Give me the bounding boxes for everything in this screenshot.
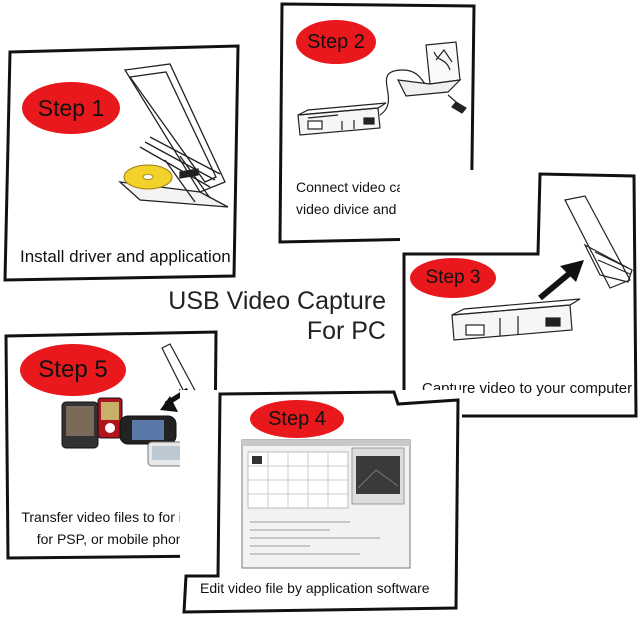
step-3-caption: Capture video to your computer	[422, 380, 633, 397]
step-1-card: Step 1 Install driver and application	[0, 42, 240, 282]
step-5-card: Step 5 Transfer video files to for iPod,…	[2, 330, 220, 560]
step-4-badge: Step 4	[250, 400, 344, 438]
title-line-2: For PC	[306, 317, 386, 345]
step-3-card: Step 3 Capture video to your computer	[400, 170, 638, 420]
step-1-caption: Install driver and application	[20, 247, 231, 266]
editing-software-screenshot	[241, 439, 411, 569]
capture-device-connected-to-laptop-illustration	[297, 41, 467, 136]
step-2-badge: Step 2	[296, 20, 376, 64]
portable-devices-illustration	[61, 343, 215, 467]
step-4-label: Step 4	[268, 407, 326, 430]
step-1-badge: Step 1	[22, 82, 120, 134]
step-3-label: Step 3	[425, 267, 481, 288]
step-4-card: Step 4 Edit video file by application so…	[180, 390, 462, 615]
step-2-label: Step 2	[307, 30, 365, 53]
laptop-with-disc-illustration	[118, 63, 229, 208]
step-1-label: Step 1	[37, 94, 105, 121]
capture-device-to-laptop-illustration	[451, 195, 633, 341]
step-5-badge: Step 5	[20, 344, 126, 396]
step-3-badge: Step 3	[410, 258, 496, 298]
step-4-caption: Edit video file by application software	[200, 580, 430, 596]
title-line-1: USB Video Capture	[168, 287, 386, 315]
step-5-label: Step 5	[38, 356, 108, 383]
step-2-card: Step 2 Connect video capture with video …	[278, 0, 478, 245]
page-title: USB Video Capture For PC	[120, 286, 386, 346]
step-5-caption: Transfer video files to for iPod, for PS…	[21, 509, 211, 547]
